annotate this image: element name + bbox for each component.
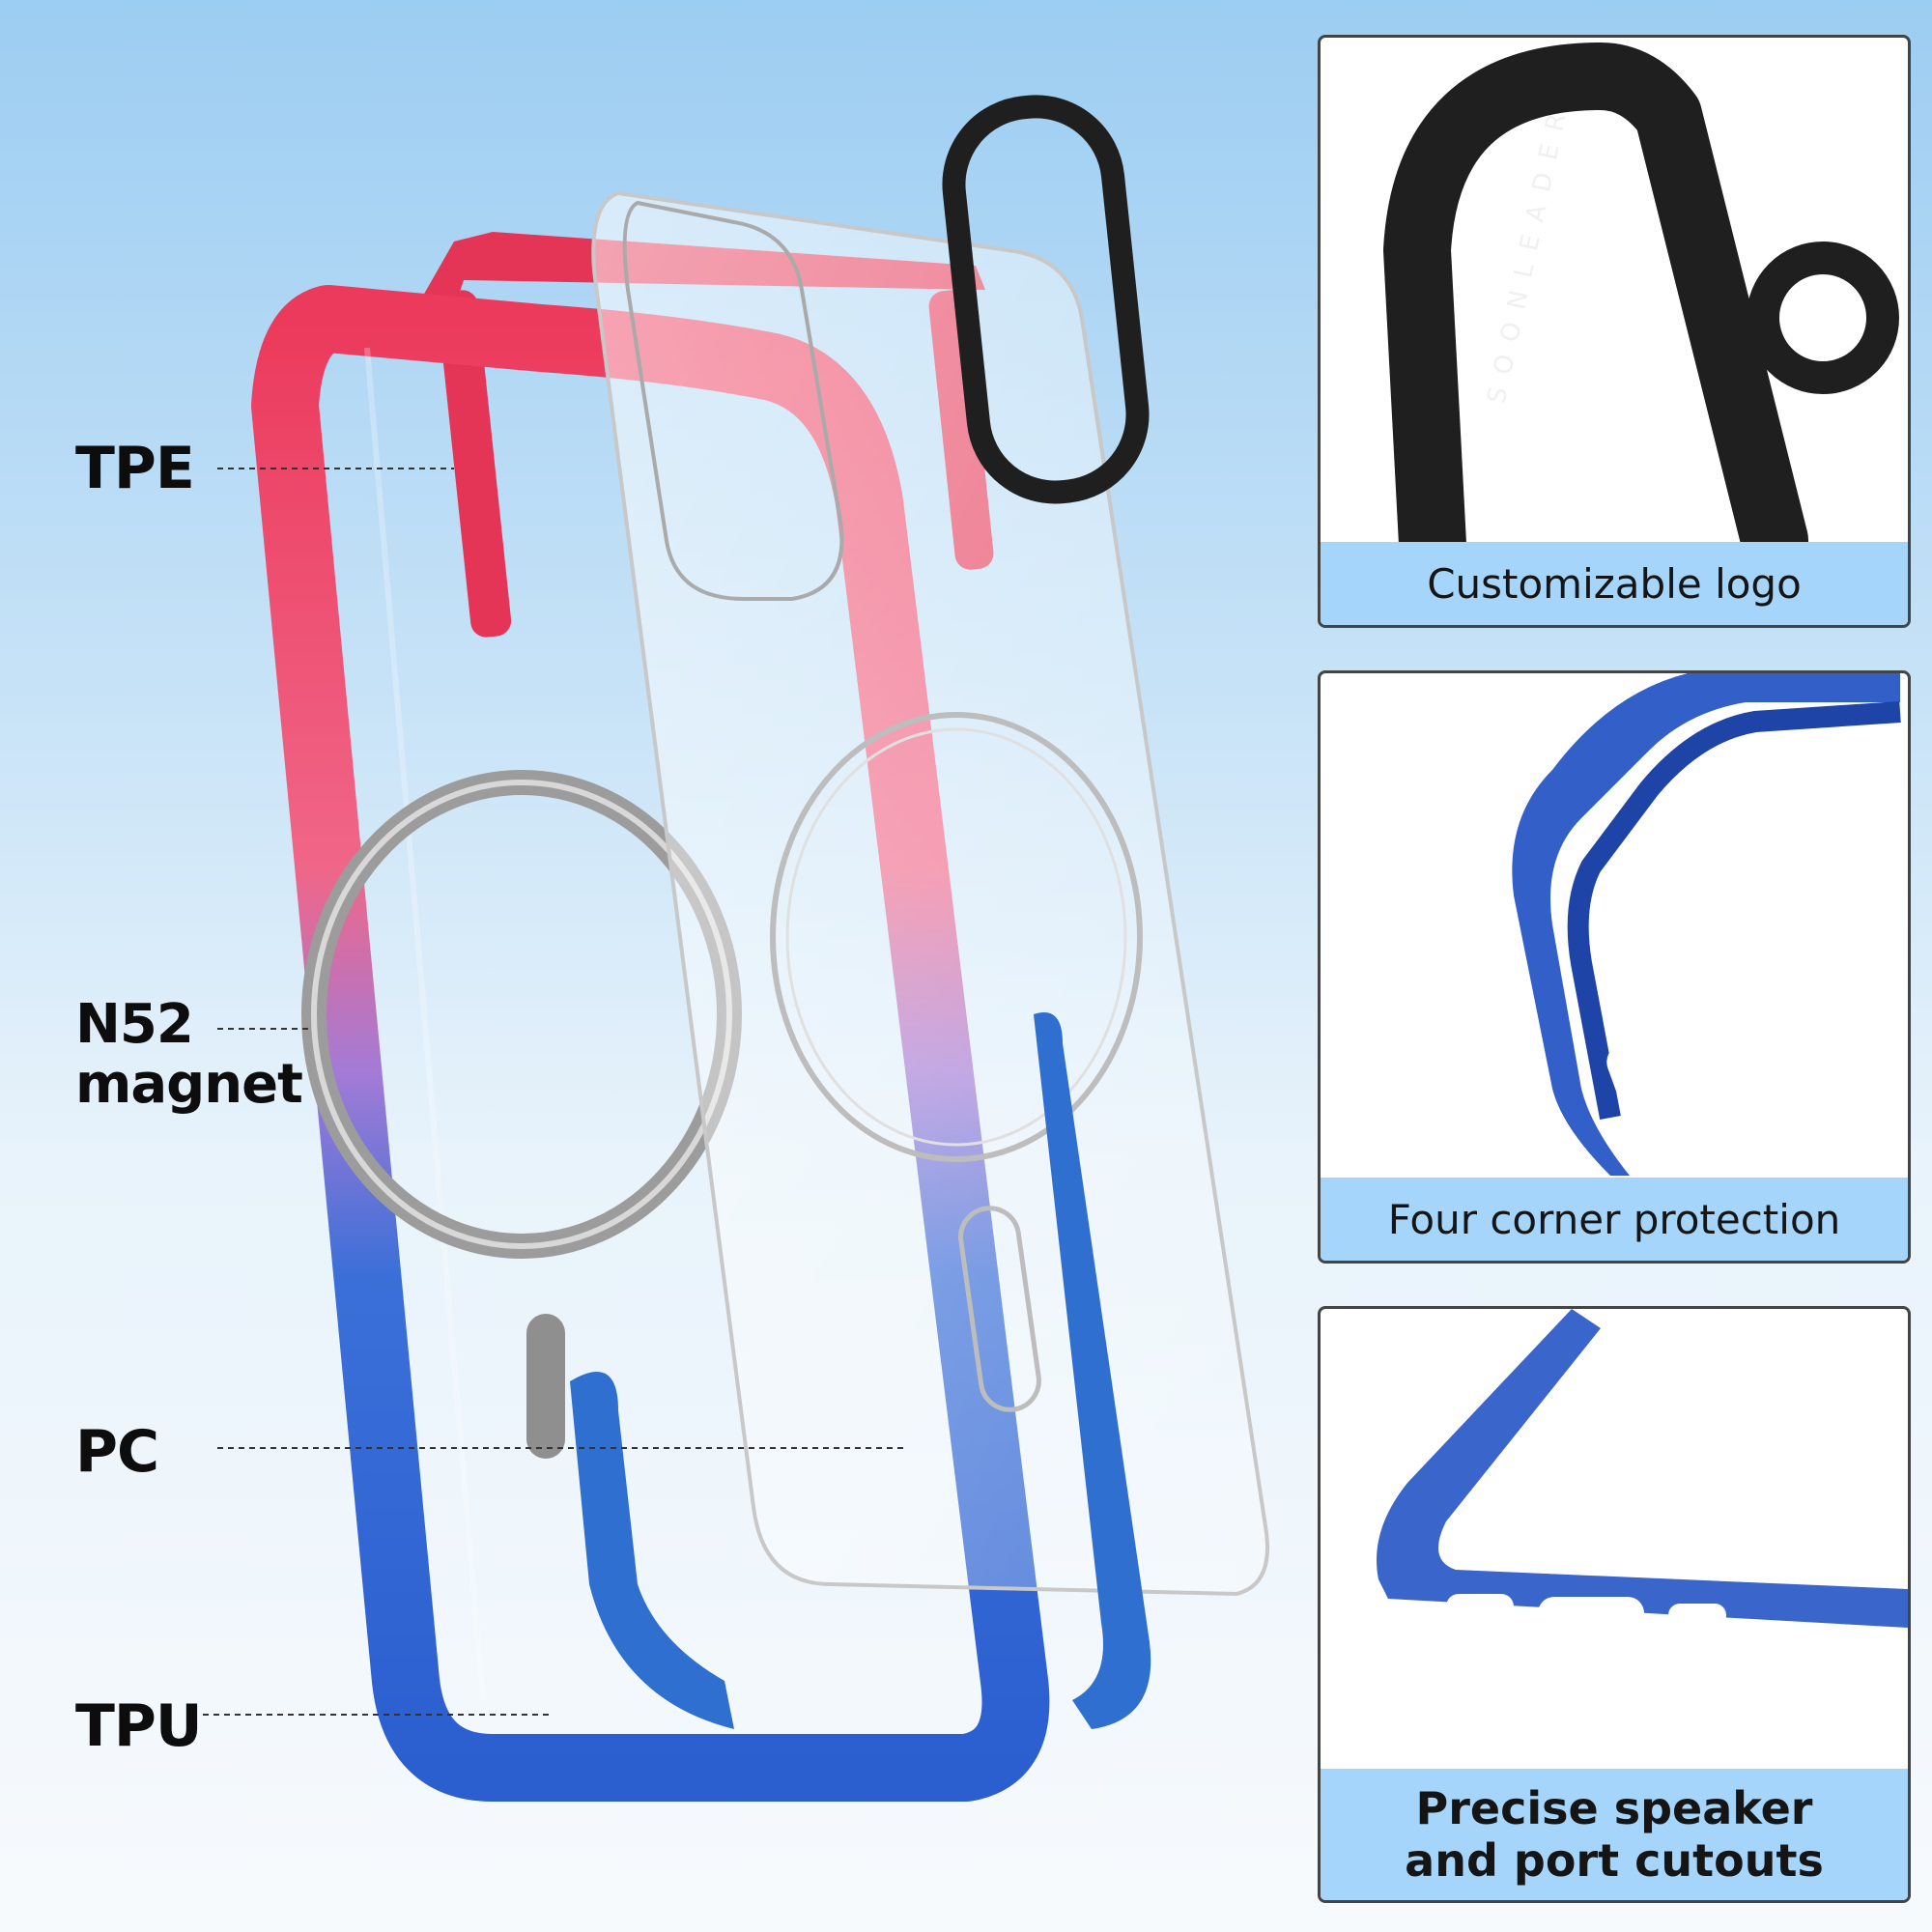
caption-customizable-logo: Customizable logo (1321, 542, 1908, 625)
caption-line-1: Precise speaker (1415, 1782, 1813, 1834)
bottom-edge-closeup (1377, 1309, 1908, 1630)
tpu-corner-pieces (570, 1012, 1151, 1729)
label-tpe: TPE (75, 435, 195, 502)
feature-panel-corner: Four corner protection (1318, 670, 1911, 1264)
caption-speaker-port-cutouts: Precise speaker and port cutouts (1321, 1769, 1908, 1900)
label-magnet: N52 magnet (75, 993, 303, 1116)
feature-panel-cutouts: Precise speaker and port cutouts (1318, 1306, 1911, 1903)
feature-panel-logo: SOONLEADER Customizable logo (1318, 35, 1911, 628)
pc-back-plate (591, 190, 1269, 1597)
caption-line-2: and port cutouts (1405, 1834, 1824, 1887)
label-pc: PC (75, 1418, 159, 1486)
camera-lens-ring (942, 95, 1150, 504)
caption-four-corner-protection: Four corner protection (1321, 1178, 1908, 1261)
camera-ring-closeup: SOONLEADER (1383, 43, 1899, 619)
magnet-strip (526, 1314, 565, 1459)
label-magnet-line2: magnet (75, 1053, 303, 1116)
logo-engraving: SOONLEADER (1483, 98, 1576, 406)
label-tpu: TPU (75, 1692, 203, 1760)
exploded-case-illustration (203, 95, 1269, 1802)
corner-closeup (1512, 673, 1901, 1176)
label-magnet-line1: N52 (75, 993, 194, 1056)
